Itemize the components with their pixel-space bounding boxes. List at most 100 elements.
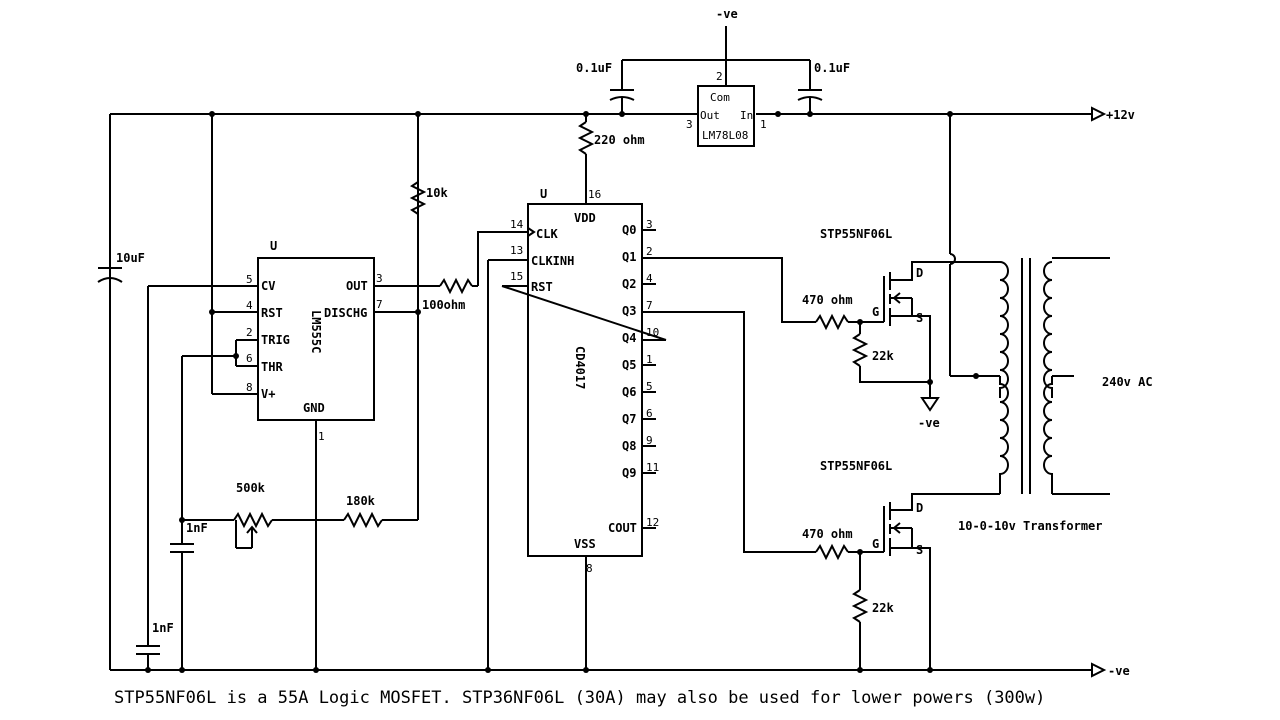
svg-text:0.1uF: 0.1uF <box>814 61 850 75</box>
svg-text:Q2: Q2 <box>622 277 636 291</box>
svg-text:D: D <box>916 266 923 280</box>
transformer-label: 10-0-10v Transformer <box>958 519 1103 533</box>
svg-text:470 ohm: 470 ohm <box>802 293 853 307</box>
regulator-lm78l08: -ve 2 Com Out In LM78L08 3 1 <box>622 7 810 147</box>
lm555-pin-vplus: 8 V+ <box>246 381 275 401</box>
svg-text:TRIG: TRIG <box>261 333 290 347</box>
svg-text:7: 7 <box>646 299 653 312</box>
resistor-22k-top: 22k <box>851 333 894 367</box>
svg-text:LM78L08: LM78L08 <box>702 129 748 142</box>
svg-text:500k: 500k <box>236 481 266 495</box>
svg-text:CV: CV <box>261 279 275 293</box>
svg-text:11: 11 <box>646 461 659 474</box>
svg-text:VDD: VDD <box>574 211 596 225</box>
svg-text:22k: 22k <box>872 601 894 615</box>
svg-text:COUT: COUT <box>608 521 637 535</box>
svg-text:8: 8 <box>586 562 593 575</box>
svg-text:DISCHG: DISCHG <box>324 306 367 320</box>
svg-text:8: 8 <box>246 381 253 394</box>
pot-500k: 500k <box>233 481 273 549</box>
resistor-22k-bottom: 22k <box>851 589 894 623</box>
cd4017-right-stubs <box>642 229 656 529</box>
svg-text:Com: Com <box>710 91 730 104</box>
svg-text:12: 12 <box>646 516 659 529</box>
svg-text:470 ohm: 470 ohm <box>802 527 853 541</box>
svg-text:Q9: Q9 <box>622 466 636 480</box>
svg-text:3: 3 <box>686 118 693 131</box>
svg-text:2: 2 <box>246 326 253 339</box>
svg-text:G: G <box>872 537 879 551</box>
svg-text:220 ohm: 220 ohm <box>594 133 645 147</box>
svg-text:Q8: Q8 <box>622 439 636 453</box>
svg-text:6: 6 <box>646 407 653 420</box>
mosfet-bottom: STP55NF06L D G S <box>820 459 1000 670</box>
svg-text:CLKINH: CLKINH <box>531 254 574 268</box>
cap-10uf: 10uF <box>97 251 145 283</box>
ic-lm555c: U 5 CV 4 RST 2 TRIG 6 THR 8 V+ OUT 3 DIS… <box>246 239 383 443</box>
svg-text:-ve: -ve <box>918 416 940 430</box>
svg-text:V+: V+ <box>261 387 275 401</box>
ic-cd4017: U VDD 16 VSS 8 14 CLK 13 CLKINH 1 5 RST Q… <box>510 187 659 575</box>
svg-text:5: 5 <box>646 380 653 393</box>
svg-text:GND: GND <box>303 401 325 415</box>
svg-text:VSS: VSS <box>574 537 596 551</box>
svg-text:9: 9 <box>646 434 653 447</box>
reg-top-neg-label: -ve <box>716 7 738 21</box>
svg-text:1nF: 1nF <box>186 521 208 535</box>
svg-text:4: 4 <box>646 272 653 285</box>
lm555-pin-trig: 2 TRIG <box>246 326 290 347</box>
resistor-180k: 180k <box>343 494 383 529</box>
svg-text:2: 2 <box>716 70 723 83</box>
svg-text:6: 6 <box>246 352 253 365</box>
svg-text:3: 3 <box>646 218 653 231</box>
svg-text:S: S <box>916 543 923 557</box>
svg-text:22k: 22k <box>872 349 894 363</box>
svg-text:U: U <box>270 239 277 253</box>
plus12-label: +12v <box>1106 108 1135 122</box>
svg-text:1: 1 <box>760 118 767 131</box>
svg-text:13: 13 <box>510 244 523 257</box>
mosfet-top: STP55NF06L D G S <box>820 227 958 382</box>
svg-text:Q4: Q4 <box>622 331 636 345</box>
svg-text:CLK: CLK <box>536 227 558 241</box>
ac-label: 240v AC <box>1102 375 1153 389</box>
svg-text:10k: 10k <box>426 186 448 200</box>
svg-text:Q3: Q3 <box>622 304 636 318</box>
svg-text:THR: THR <box>261 360 283 374</box>
svg-text:1: 1 <box>318 430 325 443</box>
svg-text:Q1: Q1 <box>622 250 636 264</box>
resistor-220ohm: 220 ohm <box>577 121 645 155</box>
svg-text:1: 1 <box>646 353 653 366</box>
svg-text:Q5: Q5 <box>622 358 636 372</box>
svg-text:2: 2 <box>646 245 653 258</box>
lm555-pin-thr: 6 THR <box>246 352 283 374</box>
resistor-470ohm-top: 470 ohm <box>802 293 853 331</box>
cd4017-name: CD4017 <box>573 346 587 389</box>
svg-text:0.1uF: 0.1uF <box>576 61 612 75</box>
svg-text:STP55NF06L: STP55NF06L <box>820 459 892 473</box>
svg-text:Out: Out <box>700 109 720 122</box>
resistor-100ohm: 100ohm <box>422 277 473 312</box>
svg-text:U: U <box>540 187 547 201</box>
svg-text:D: D <box>916 501 923 515</box>
neg-rail-label: -ve <box>1108 664 1130 678</box>
gnd-symbol: -ve <box>918 382 940 430</box>
svg-text:RST: RST <box>531 280 553 294</box>
cap-1nf-cv: 1nF <box>136 621 174 670</box>
svg-text:14: 14 <box>510 218 524 231</box>
svg-text:STP55NF06L: STP55NF06L <box>820 227 892 241</box>
svg-text:180k: 180k <box>346 494 376 508</box>
svg-text:5: 5 <box>246 273 253 286</box>
lm555-pin-cv: 5 CV <box>246 273 275 293</box>
svg-text:16: 16 <box>588 188 601 201</box>
cap-reg-left: 0.1uF <box>576 60 635 114</box>
cd4017-body <box>527 203 643 557</box>
svg-text:4: 4 <box>246 299 253 312</box>
svg-text:Q7: Q7 <box>622 412 636 426</box>
svg-text:7: 7 <box>376 298 383 311</box>
transformer-primary <box>999 261 1009 494</box>
svg-text:G: G <box>872 305 879 319</box>
lm555-name: LM555C <box>309 310 323 353</box>
footnote: STP55NF06L is a 55A Logic MOSFET. STP36N… <box>114 688 1045 708</box>
